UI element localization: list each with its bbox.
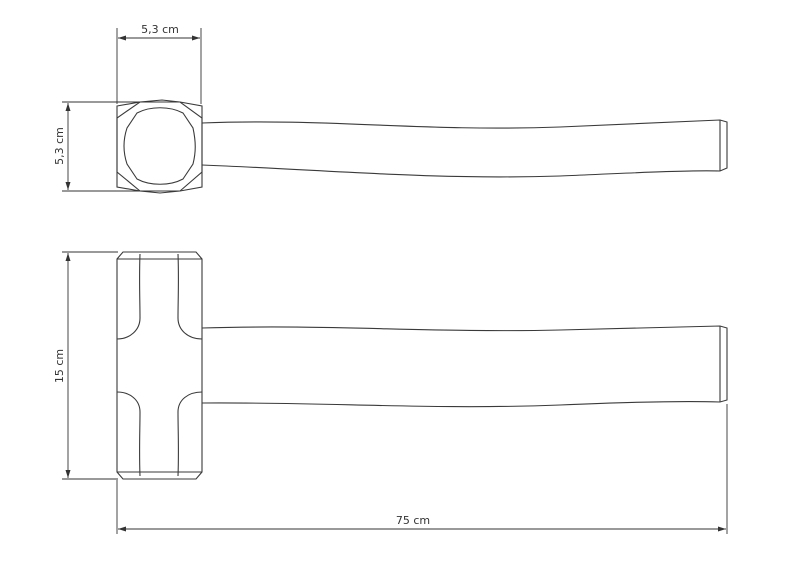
head-right-groove <box>177 253 203 477</box>
side-view-handle <box>201 325 728 408</box>
side-view: 15 cm 75 cm <box>53 251 728 534</box>
top-view-head-octagon <box>116 101 203 192</box>
total-length-label: 75 cm <box>396 514 430 527</box>
head-depth-label: 5,3 cm <box>53 127 66 165</box>
head-width-label: 5,3 cm <box>141 23 179 36</box>
top-view: 5,3 cm 5,3 cm <box>53 23 728 194</box>
top-view-head-outline <box>116 99 203 194</box>
head-length-label: 15 cm <box>53 349 66 383</box>
head-left-groove <box>116 253 141 477</box>
top-view-striking-face <box>123 107 196 185</box>
top-view-handle <box>201 119 728 178</box>
side-view-head-outline <box>116 251 203 480</box>
